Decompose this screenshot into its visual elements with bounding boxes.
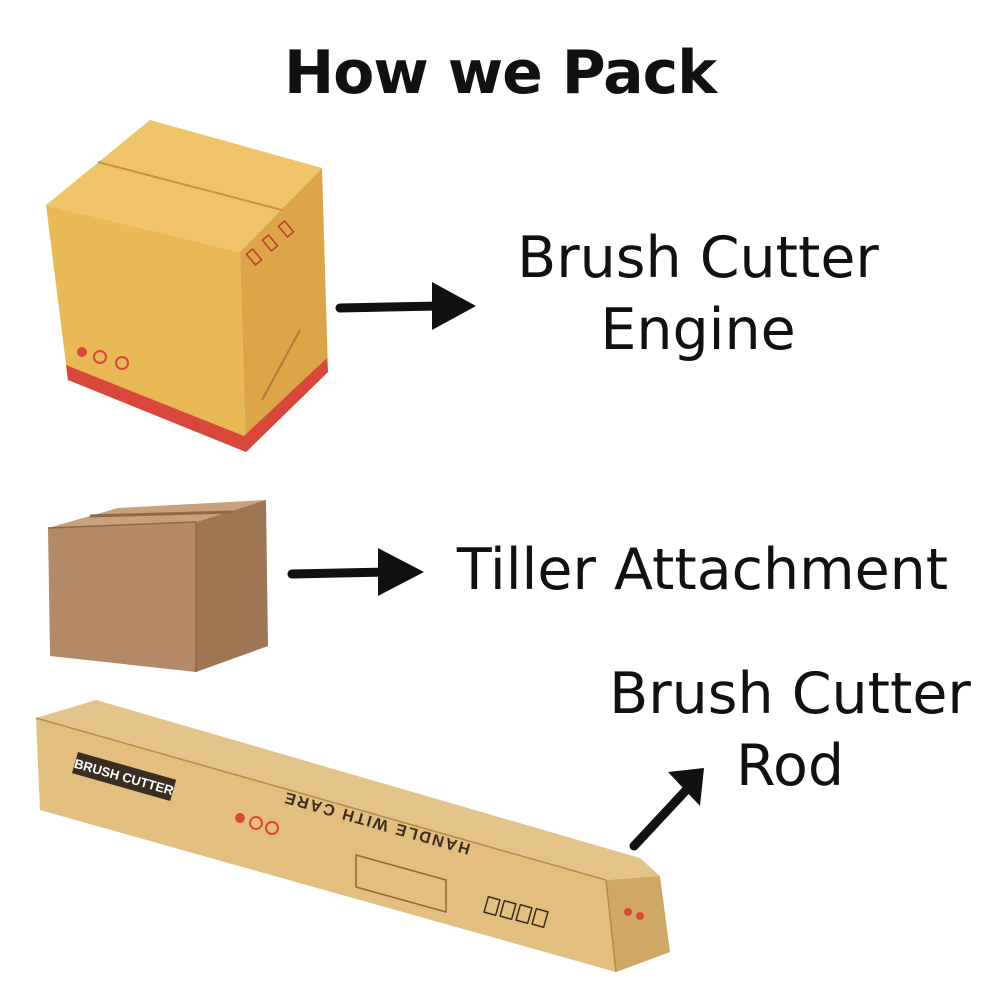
tiller-box-front	[48, 522, 196, 672]
arrow-right-icon	[335, 282, 476, 330]
engine-box-red-stripe	[66, 365, 246, 452]
page-title: How we Pack	[283, 38, 717, 108]
tiller-label-line1: Tiller Attachment	[456, 537, 949, 603]
tiller-box	[47, 500, 268, 672]
engine-label-line2: Engine	[600, 297, 796, 363]
rod-label: Brush Cutter Rod	[585, 658, 995, 802]
engine-box-top	[46, 120, 322, 252]
arrow-right-icon-2	[287, 548, 424, 596]
rod-label-line1: Brush Cutter	[609, 661, 971, 727]
rod-box-end	[606, 876, 670, 972]
rod-box-front	[36, 718, 616, 972]
arrow-up-right-icon	[629, 768, 704, 851]
engine-box	[46, 120, 328, 452]
rod-label-line2: Rod	[735, 733, 845, 799]
tiller-label: Tiller Attachment	[430, 534, 975, 606]
engine-label-line1: Brush Cutter	[517, 225, 879, 291]
tiller-box-side	[196, 500, 268, 672]
engine-label: Brush Cutter Engine	[488, 222, 908, 366]
rod-box: BRUSH CUTTER HANDLE WITH CARE	[35, 700, 670, 973]
